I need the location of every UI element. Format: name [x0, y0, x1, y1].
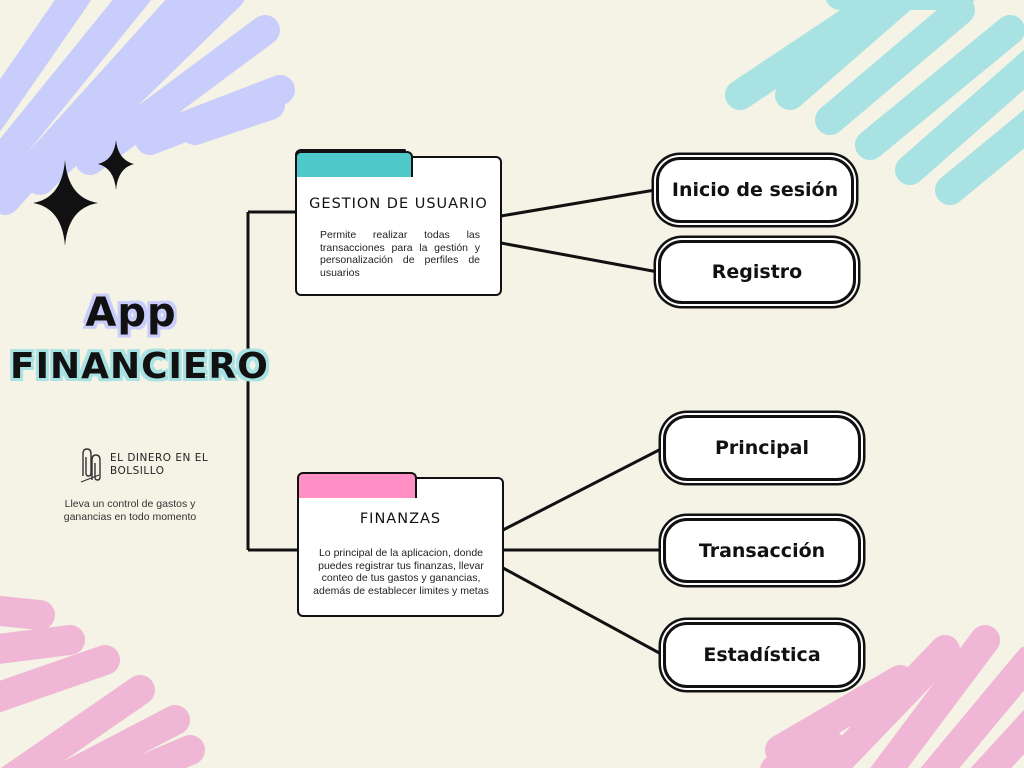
child-node-principal: Principal	[663, 415, 861, 481]
title-line-1: App	[85, 290, 177, 336]
child-node-transaccion: Transacción	[663, 518, 861, 583]
node-description: Permite realizar todas las transacciones…	[320, 229, 480, 279]
scribble-bottom-left	[0, 595, 205, 768]
child-node-inicio-de-sesion: Inicio de sesión	[656, 157, 854, 223]
folder-tab-gestion-inner	[294, 151, 413, 177]
brand-name: EL DINERO EN EL BOLSILLO	[110, 452, 209, 477]
scribble-top-right	[725, 0, 1024, 205]
sparkle-icon	[33, 160, 98, 246]
node-title: FINANZAS	[359, 511, 442, 527]
title-line-2: FINANCIERO	[10, 346, 269, 387]
child-node-registro: Registro	[658, 240, 856, 304]
node-card-finanzas: FINANZAS Lo principal de la aplicacion, …	[296, 472, 504, 617]
node-card-gestion-de-usuario: GESTION DE USUARIO Permite realizar toda…	[294, 151, 502, 296]
node-title: GESTION DE USUARIO	[309, 196, 488, 212]
brand-description: Lleva un control de gastos y ganancias e…	[63, 498, 197, 523]
scribble-bottom-right	[760, 625, 1024, 768]
connector-lines	[244, 188, 664, 657]
folder-tab-finanzas	[296, 472, 417, 498]
child-node-estadistica: Estadística	[663, 622, 861, 688]
sparkle-icon	[98, 140, 134, 190]
scribble-top-left	[0, 0, 295, 215]
paperclip-icon	[80, 448, 101, 483]
brand-block: EL DINERO EN EL BOLSILLO	[78, 446, 258, 486]
node-description: Lo principal de la aplicacion, donde pue…	[313, 547, 489, 597]
